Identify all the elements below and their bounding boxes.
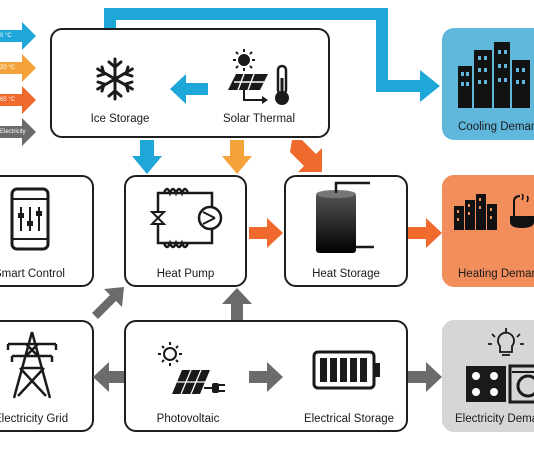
photovoltaic-icon [158, 342, 225, 395]
solar-thermal-icon [228, 49, 289, 105]
legend-label-hot: 65 °C [0, 97, 16, 103]
heating-buildings-icon [454, 193, 534, 230]
arrow-solar-to-heatstorage [290, 140, 322, 172]
legend-label-electric: Electricity [0, 129, 26, 135]
heating-demand-panel [442, 175, 534, 287]
arrow-heatstorage-to-heating [408, 218, 442, 248]
photovoltaic-label: Photovoltaic [156, 413, 220, 425]
heating-demand-label: Heating Demand [458, 268, 534, 280]
heat-pump-label: Heat Pump [156, 268, 215, 280]
cooling-demand-label: Cooling Demand [458, 121, 534, 133]
legend-arrows [0, 22, 36, 146]
arrow-ice-to-heatpump [132, 140, 162, 174]
snowflake-icon [96, 57, 134, 101]
legend-arrow-electric [0, 118, 36, 146]
arrow-solar-to-heatpump [222, 140, 252, 174]
arrow-solar-to-ice [170, 74, 208, 104]
battery-icon [312, 350, 380, 390]
arrow-pv-to-heatpump-diagonal [92, 287, 124, 319]
cold-pipe-arrowhead [420, 70, 440, 102]
legend-arrow-cold [0, 22, 36, 50]
heat-pump-box [124, 175, 247, 287]
legend-label-cold: 0 °C [0, 33, 12, 39]
electricity-grid-label: Electricity Grid [0, 413, 69, 425]
arrow-pv-to-grid [93, 362, 125, 392]
arrow-pv-to-heatpump-up [222, 288, 252, 320]
electricity-demand-label: Electricity Demand [455, 413, 534, 425]
heat-storage-tank-icon [316, 181, 374, 253]
smart-control-label: Smart Control [0, 268, 65, 280]
heat-storage-label: Heat Storage [312, 268, 380, 280]
electrical-storage-label: Electrical Storage [303, 413, 395, 425]
buildings-icon [458, 42, 530, 108]
appliances-icon [466, 328, 534, 404]
ice-storage-label: Ice Storage [90, 113, 150, 125]
electricity-grid-box [0, 320, 94, 432]
cold-pipe [104, 8, 440, 102]
solar-thermal-label: Solar Thermal [222, 113, 295, 125]
legend-arrow-warm [0, 54, 36, 82]
heat-pump-icon [149, 187, 223, 249]
legend-label-warm: 20 °C [0, 65, 16, 71]
arrow-pv-to-storage [249, 362, 283, 392]
smartphone-icon [10, 187, 50, 251]
legend-arrow-hot [0, 86, 36, 114]
arrow-heatpump-to-heatstorage [249, 218, 283, 248]
arrow-storage-to-electricity [408, 362, 442, 392]
power-tower-icon [6, 331, 58, 399]
